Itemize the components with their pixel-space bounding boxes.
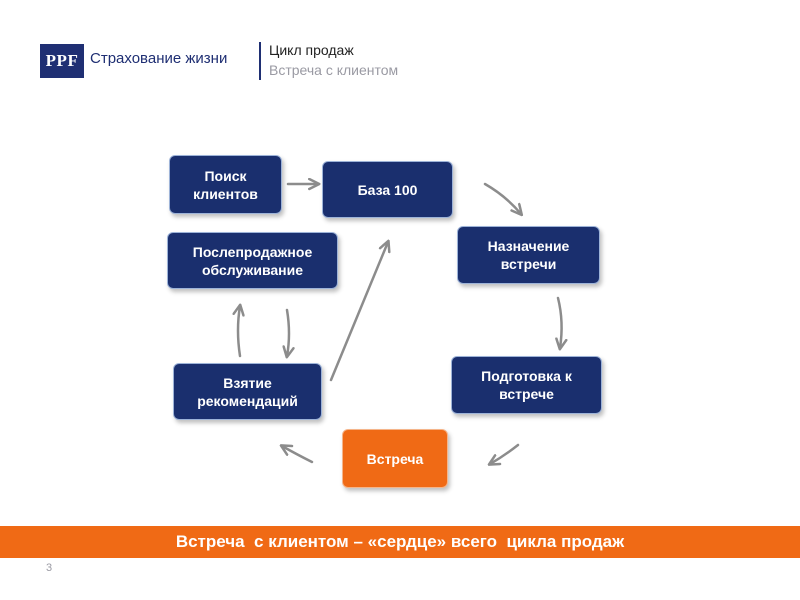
- node-after-sales-service: Послепродажное обслуживание: [167, 232, 338, 289]
- node-base-100: База 100: [322, 161, 453, 218]
- arrow-base-to-appointment: [483, 182, 524, 217]
- node-meeting: Встреча: [342, 429, 448, 488]
- slide-header: PPF Страхование жизни Цикл продаж Встреч…: [40, 40, 560, 80]
- arrow-referrals-to-base: [329, 239, 391, 382]
- node-search-clients: Поиск клиентов: [169, 155, 282, 214]
- key-message-banner: Встреча с клиентом – «сердце» всего цикл…: [0, 526, 800, 558]
- node-referrals: Взятие рекомендаций: [173, 363, 322, 420]
- arrow-referrals-to-aftersales: [232, 303, 245, 358]
- header-divider: [259, 42, 261, 80]
- arrow-aftersales-to-referrals: [282, 308, 295, 359]
- arrow-appointment-to-preparation: [555, 296, 568, 351]
- node-preparation: Подготовка к встрече: [451, 356, 602, 414]
- ppf-logo: PPF: [40, 44, 84, 78]
- slide-title: Цикл продаж: [269, 42, 354, 58]
- arrow-preparation-to-meeting: [487, 443, 520, 466]
- arrow-meeting-to-referrals: [279, 444, 314, 464]
- node-appointment: Назначение встречи: [457, 226, 600, 284]
- brand-name: Страхование жизни: [90, 50, 228, 67]
- page-number: 3: [46, 562, 53, 574]
- slide-subtitle: Встреча с клиентом: [269, 62, 399, 78]
